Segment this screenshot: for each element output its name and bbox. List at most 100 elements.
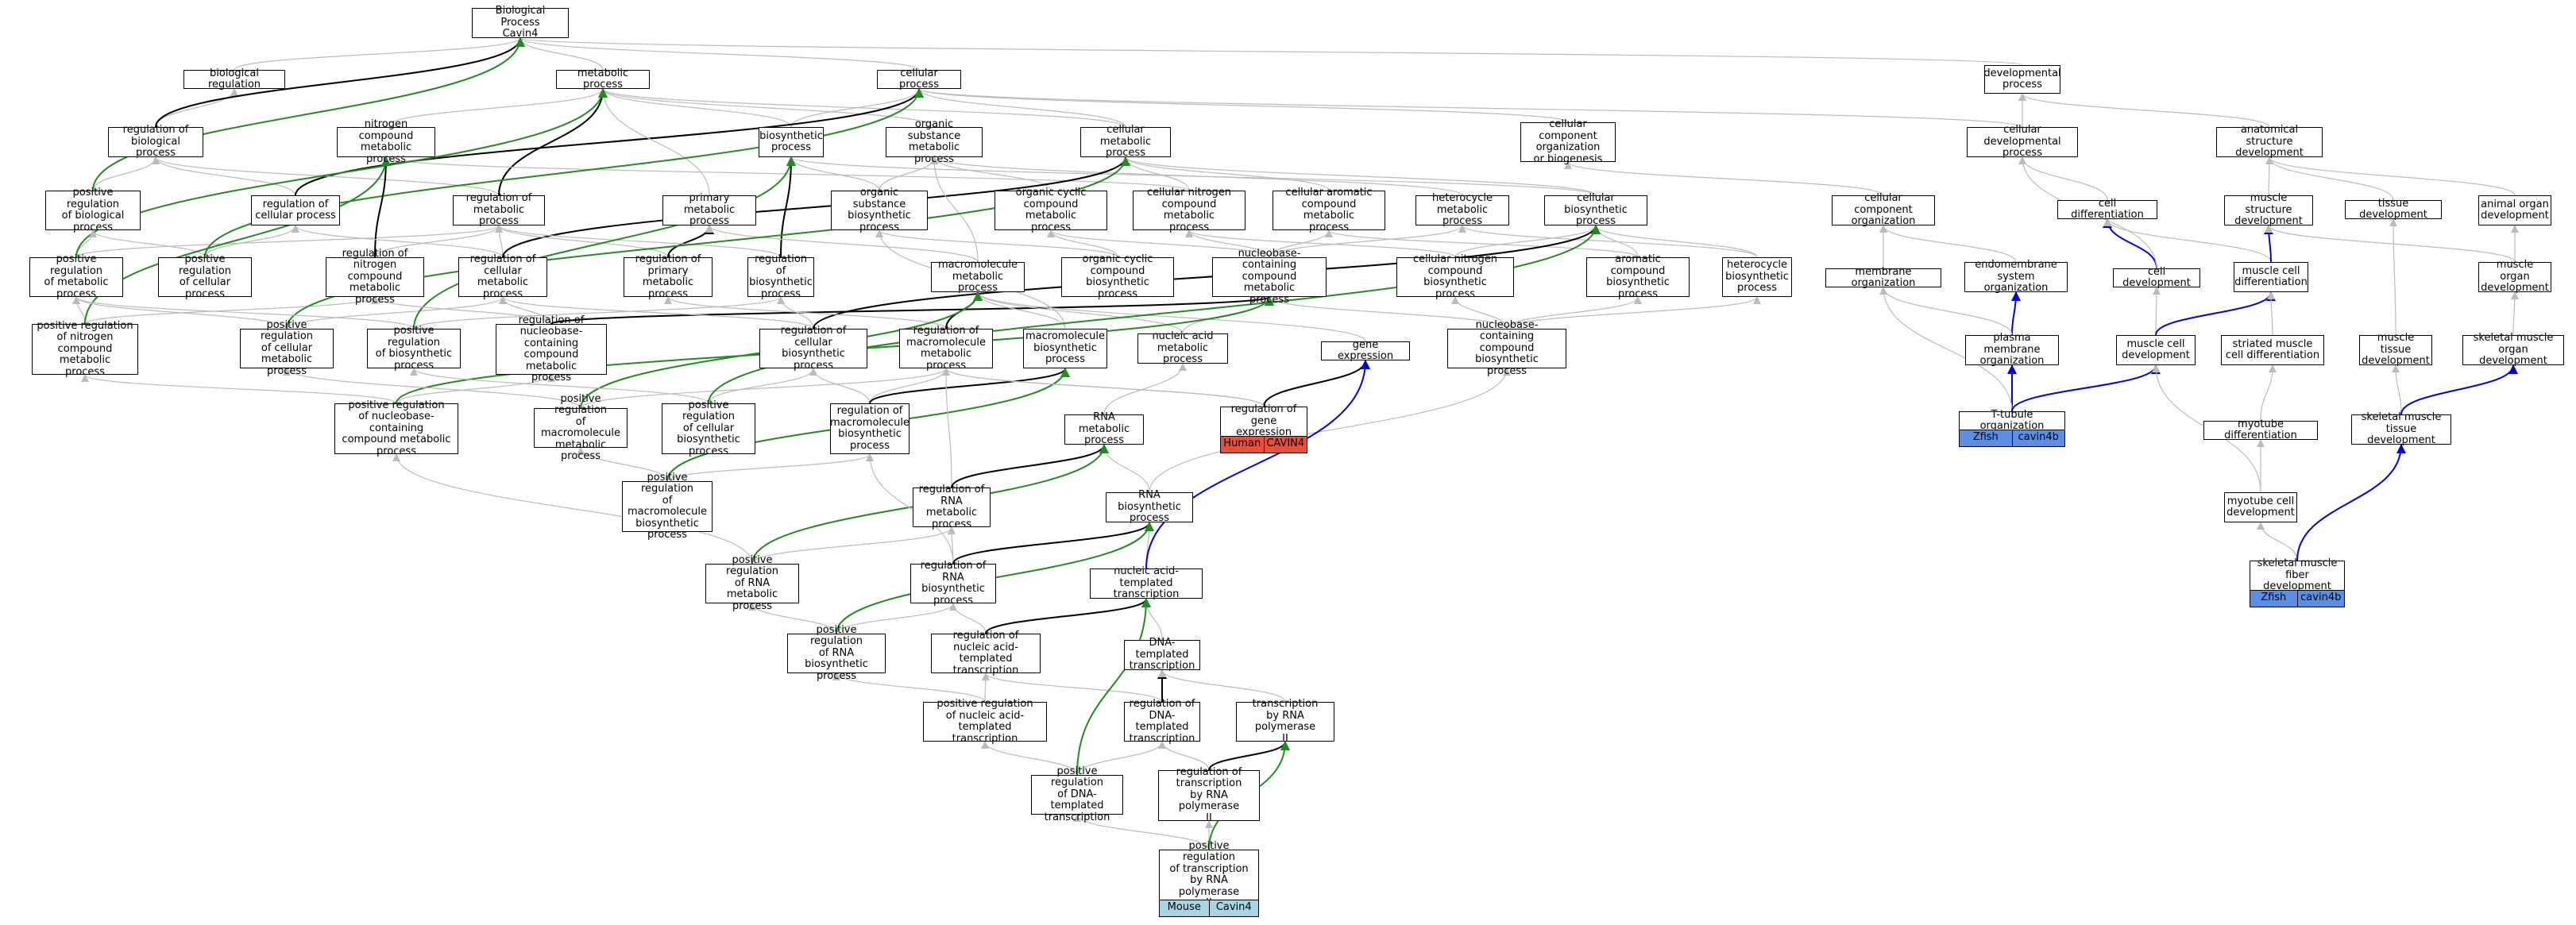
- node-positive-regulation-of-cellular-biosynthetic-process[interactable]: positive regulation of cellular biosynth…: [662, 399, 755, 457]
- node-regulation-of-gene-expression[interactable]: regulation of gene expression: [1220, 404, 1307, 438]
- node-cellular-biosynthetic-process[interactable]: cellular biosynthetic process: [1544, 193, 1647, 227]
- node-metabolic-process[interactable]: metabolic process: [556, 67, 650, 91]
- node-aromatic-compound-biosynthetic-process[interactable]: aromatic compound biosynthetic process: [1586, 253, 1690, 299]
- edge-pos_reg_biosyn-to-biosyn: [413, 156, 796, 330]
- node-animal-organ-development[interactable]: animal organ development: [2478, 195, 2551, 225]
- node-nitrogen-compound-metabolic-process[interactable]: nitrogen compound metabolic process: [337, 118, 435, 164]
- node-myotube-cell-development[interactable]: myotube cell development: [2224, 492, 2297, 522]
- node-plasma-membrane-organization[interactable]: plasma membrane organization: [1965, 333, 2059, 367]
- node-biological-process-root[interactable]: Biological Process Cavin4: [472, 6, 569, 40]
- node-positive-regulation-of-transcription-by-rna-polymerase-ii[interactable]: positive regulation of transcription by …: [1159, 840, 1259, 909]
- node-regulation-of-biological-process[interactable]: regulation of biological process: [108, 125, 203, 159]
- node-cell-development[interactable]: cell development: [2113, 266, 2200, 289]
- node-cellular-nitrogen-compound-metabolic-process[interactable]: cellular nitrogen compound metabolic pro…: [1133, 187, 1246, 233]
- node-anatomical-structure-development[interactable]: anatomical structure development: [2216, 125, 2323, 159]
- node-cellular-component-organization[interactable]: cellular component organization: [1832, 193, 1935, 227]
- node-positive-regulation-of-nucleic-acid-templated-transcription[interactable]: positive regulation of nucleic acid-temp…: [923, 698, 1047, 744]
- node-skeletal-muscle-fiber-development[interactable]: skeletal muscle fiber development: [2250, 558, 2345, 592]
- node-muscle-tissue-development[interactable]: muscle tissue development: [2359, 333, 2432, 367]
- node-tissue-development[interactable]: tissue development: [2345, 198, 2442, 221]
- node-organic-substance-biosynthetic-process[interactable]: organic substance biosynthetic process: [831, 187, 928, 233]
- node-organic-substance-metabolic-process[interactable]: organic substance metabolic process: [886, 118, 983, 164]
- node-positive-regulation-of-rna-metabolic-process[interactable]: positive regulation of RNA metabolic pro…: [705, 554, 799, 612]
- node-macromolecule-biosynthetic-process[interactable]: macromolecule biosynthetic process: [1023, 329, 1107, 368]
- edge-pos_reg_cellmet-to-reg_cellmet: [286, 296, 507, 330]
- node-cell-differentiation[interactable]: cell differentiation: [2057, 198, 2157, 221]
- edge-cellnit_bio-to-cellbiosyn: [1454, 225, 1600, 258]
- node-organic-cyclic-compound-biosynthetic-process[interactable]: organic cyclic compound biosynthetic pro…: [1061, 253, 1174, 299]
- edge-pos_reg_biosyn-to-reg_biosyn: [413, 296, 785, 330]
- node-biosynthetic-process[interactable]: biosynthetic process: [759, 127, 824, 157]
- node-muscle-cell-development[interactable]: muscle cell development: [2116, 335, 2196, 365]
- node-nucleic-acid-metabolic-process[interactable]: nucleic acid metabolic process: [1137, 331, 1228, 365]
- node-regulation-of-transcription-by-rna-polymerase-ii[interactable]: regulation of transcription by RNA polym…: [1158, 766, 1260, 824]
- node-macromolecule-metabolic-process[interactable]: macromolecule metabolic process: [931, 260, 1025, 294]
- edge-macrobio-to-macromet: [974, 291, 1066, 330]
- node-positive-regulation-of-biosynthetic-process[interactable]: positive regulation of biosynthetic proc…: [367, 325, 461, 371]
- node-gene-expression[interactable]: gene expression: [1321, 339, 1410, 362]
- node-nucleic-acid-templated-transcription[interactable]: nucleic acid-templated transcription: [1090, 566, 1203, 600]
- node-positive-regulation-of-metabolic-process[interactable]: positive regulation of metabolic process: [29, 253, 123, 299]
- node-regulation-of-dna-templated-transcription[interactable]: regulation of DNA-templated transcriptio…: [1124, 698, 1200, 744]
- edge-orgcyc_bio-to-orgsub_bio: [875, 229, 1118, 258]
- node-cellular-component-organization-or-biogenesis[interactable]: cellular component organization or bioge…: [1520, 118, 1616, 164]
- node-skeletal-muscle-organ-development[interactable]: skeletal muscle organ development: [2462, 333, 2564, 367]
- node-organic-cyclic-compound-metabolic-process[interactable]: organic cyclic compound metabolic proces…: [994, 187, 1107, 233]
- node-cellular-developmental-process[interactable]: cellular developmental process: [1967, 125, 2078, 159]
- node-regulation-of-nucleic-acid-templated-transcription[interactable]: regulation of nucleic acid-templated tra…: [931, 630, 1041, 676]
- node-positive-regulation-of-biological-process[interactable]: positive regulation of biological proces…: [45, 187, 141, 233]
- node-regulation-of-macromolecule-metabolic-process[interactable]: regulation of macromolecule metabolic pr…: [899, 325, 993, 371]
- node-positive-regulation-of-rna-biosynthetic-process[interactable]: positive regulation of RNA biosynthetic …: [787, 624, 886, 682]
- edge-nucbase_bio-to-cellnit_bio: [1451, 296, 1508, 330]
- node-positive-regulation-of-macromolecule-metabolic-process[interactable]: positive regulation of macromolecule met…: [534, 393, 628, 462]
- node-t-tubule-organization[interactable]: T-tubule organization: [1959, 409, 2065, 432]
- node-cellular-nitrogen-compound-biosynthetic-process[interactable]: cellular nitrogen compound biosynthetic …: [1396, 253, 1514, 299]
- node-regulation-of-primary-metabolic-process[interactable]: regulation of primary metabolic process: [624, 253, 713, 299]
- node-positive-regulation-of-macromolecule-biosynthetic-process[interactable]: positive regulation of macromolecule bio…: [622, 472, 713, 541]
- edge-reg_primmet-to-primmet: [667, 225, 714, 258]
- edge-reg_cellmet-to-reg_metab: [495, 225, 504, 258]
- node-heterocycle-biosynthetic-process[interactable]: heterocycle biosynthetic process: [1722, 257, 1792, 297]
- node-positive-regulation-of-nitrogen-compound-metabolic-process[interactable]: positive regulation of nitrogen compound…: [32, 320, 138, 378]
- node-regulation-of-rna-metabolic-process[interactable]: regulation of RNA metabolic process: [913, 484, 991, 530]
- node-regulation-of-nucleobase-containing-compound-metabolic-process[interactable]: regulation of nucleobase-containing comp…: [496, 314, 607, 383]
- node-muscle-organ-development[interactable]: muscle organ development: [2478, 260, 2551, 294]
- node-muscle-structure-development[interactable]: muscle structure development: [2224, 193, 2313, 227]
- node-cellular-metabolic-process[interactable]: cellular metabolic process: [1080, 125, 1171, 159]
- node-developmental-process[interactable]: developmental process: [1983, 65, 2061, 94]
- node-myotube-differentiation[interactable]: myotube differentiation: [2203, 418, 2318, 441]
- node-nucleobase-containing-compound-metabolic-process[interactable]: nucleobase-containing compound metabolic…: [1212, 248, 1327, 306]
- node-endomembrane-system-organization[interactable]: endomembrane system organization: [1964, 260, 2068, 294]
- edge-rnamet-to-nucacid: [1103, 363, 1187, 415]
- node-transcription-by-rna-polymerase-ii[interactable]: transcription by RNA polymerase II: [1236, 698, 1334, 744]
- node-regulation-of-macromolecule-biosynthetic-process[interactable]: regulation of macromolecule biosynthetic…: [830, 403, 910, 454]
- node-positive-regulation-of-nucleobase-containing-compound-metabolic-process[interactable]: positive regulation of nucleobase-contai…: [334, 399, 458, 457]
- node-skeletal-muscle-tissue-development[interactable]: skeletal muscle tissue development: [2351, 412, 2451, 446]
- node-positive-regulation-of-cellular-metabolic-process[interactable]: positive regulation of cellular metaboli…: [240, 319, 334, 377]
- node-nucleobase-containing-compound-biosynthetic-process[interactable]: nucleobase-containing compound biosynthe…: [1447, 319, 1566, 377]
- node-striated-muscle-cell-differentiation[interactable]: striated muscle cell differentiation: [2221, 335, 2324, 365]
- node-primary-metabolic-process[interactable]: primary metabolic process: [662, 193, 756, 227]
- node-heterocycle-metabolic-process[interactable]: heterocycle metabolic process: [1415, 193, 1509, 227]
- node-regulation-of-cellular-metabolic-process[interactable]: regulation of cellular metabolic process: [458, 253, 547, 299]
- edge-reg_cell-to-cellproc: [295, 88, 924, 196]
- node-positive-regulation-of-cellular-process[interactable]: positive regulation of cellular process: [158, 253, 252, 299]
- node-regulation-of-nitrogen-compound-metabolic-process[interactable]: regulation of nitrogen compound metaboli…: [326, 248, 424, 306]
- node-dna-templated-transcription[interactable]: DNA-templated transcription: [1124, 638, 1200, 672]
- node-rna-metabolic-process[interactable]: RNA metabolic process: [1064, 412, 1144, 446]
- node-rna-biosynthetic-process[interactable]: RNA biosynthetic process: [1106, 490, 1193, 524]
- node-muscle-cell-differentiation[interactable]: muscle cell differentiation: [2234, 262, 2308, 292]
- node-regulation-of-biosynthetic-process[interactable]: regulation of biosynthetic process: [747, 253, 814, 299]
- node-cellular-aromatic-compound-metabolic-process[interactable]: cellular aromatic compound metabolic pro…: [1273, 187, 1385, 233]
- edge-bio_reg-to-root: [234, 37, 524, 71]
- node-regulation-of-rna-biosynthetic-process[interactable]: regulation of RNA biosynthetic process: [910, 560, 996, 606]
- node-membrane-organization[interactable]: membrane organization: [1825, 266, 1941, 289]
- node-positive-regulation-of-dna-templated-transcription[interactable]: positive regulation of DNA-templated tra…: [1031, 765, 1123, 823]
- node-regulation-of-cellular-process[interactable]: regulation of cellular process: [251, 195, 340, 225]
- node-regulation-of-cellular-biosynthetic-process[interactable]: regulation of cellular biosynthetic proc…: [759, 325, 867, 371]
- node-biological-regulation[interactable]: biological regulation: [183, 67, 285, 91]
- node-cellular-process[interactable]: cellular process: [877, 67, 961, 91]
- node-regulation-of-metabolic-process[interactable]: regulation of metabolic process: [453, 193, 545, 227]
- gene-tag-human: Human CAVIN4: [1220, 436, 1307, 453]
- edge-cellbiosyn-to-cellmet: [1122, 156, 1597, 196]
